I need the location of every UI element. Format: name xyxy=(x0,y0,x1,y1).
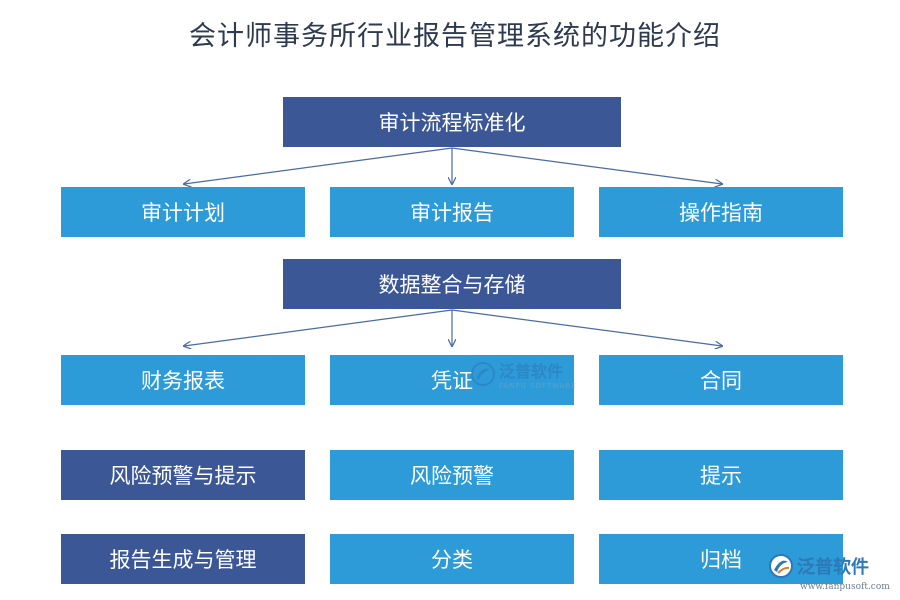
audit-standardization-label: 审计流程标准化 xyxy=(378,111,526,135)
financial-statements-box: 财务报表 xyxy=(61,355,305,405)
brand-logo-icon xyxy=(769,554,793,578)
report-management-head-box: 报告生成与管理 xyxy=(61,534,305,584)
corner-logo: 泛普软件 xyxy=(768,553,869,579)
watermark-sub: FANPU SOFTWARE xyxy=(499,382,577,390)
corner-logo-url: www.fanpusoft.com xyxy=(800,582,890,592)
archive-box: 归档 xyxy=(599,534,843,584)
risk-warning-box: 风险预警 xyxy=(330,450,574,500)
contracts-box: 合同 xyxy=(599,355,843,405)
risk-warning-head-label: 风险预警与提示 xyxy=(109,464,257,488)
arrow-data-contracts xyxy=(451,309,722,346)
classification-box: 分类 xyxy=(330,534,574,584)
report-management-head-label: 报告生成与管理 xyxy=(109,548,257,572)
watermark-brand: 泛普软件 xyxy=(499,362,564,381)
audit-plan-box: 审计计划 xyxy=(61,187,305,237)
audit-report-label: 审计报告 xyxy=(410,201,494,225)
data-integration-label: 数据整合与存储 xyxy=(378,273,526,297)
arrow-data-statements xyxy=(184,309,453,346)
vouchers-label: 凭证 xyxy=(431,369,473,393)
reminder-box: 提示 xyxy=(599,450,843,500)
operation-guide-label: 操作指南 xyxy=(679,201,763,225)
risk-warning-label: 风险预警 xyxy=(410,464,494,488)
audit-plan-label: 审计计划 xyxy=(141,201,225,225)
archive-label: 归档 xyxy=(700,548,742,572)
arrow-audit-plan xyxy=(184,147,453,184)
reminder-label: 提示 xyxy=(700,464,742,488)
audit-standardization-box: 审计流程标准化 xyxy=(283,97,621,147)
corner-logo-brand: 泛普软件 xyxy=(797,557,869,578)
watermark-logo-icon xyxy=(471,362,495,386)
page-title: 会计师事务所行业报告管理系统的功能介绍 xyxy=(189,21,721,52)
vouchers-box: 凭证 xyxy=(330,355,574,405)
financial-statements-label: 财务报表 xyxy=(141,369,225,393)
contracts-label: 合同 xyxy=(700,369,742,393)
audit-report-box: 审计报告 xyxy=(330,187,574,237)
classification-label: 分类 xyxy=(431,548,473,572)
risk-warning-head-box: 风险预警与提示 xyxy=(61,450,305,500)
data-integration-box: 数据整合与存储 xyxy=(283,259,621,309)
watermark: 泛普软件 FANPU SOFTWARE xyxy=(470,358,577,390)
arrow-audit-guide xyxy=(451,147,722,184)
operation-guide-box: 操作指南 xyxy=(599,187,843,237)
